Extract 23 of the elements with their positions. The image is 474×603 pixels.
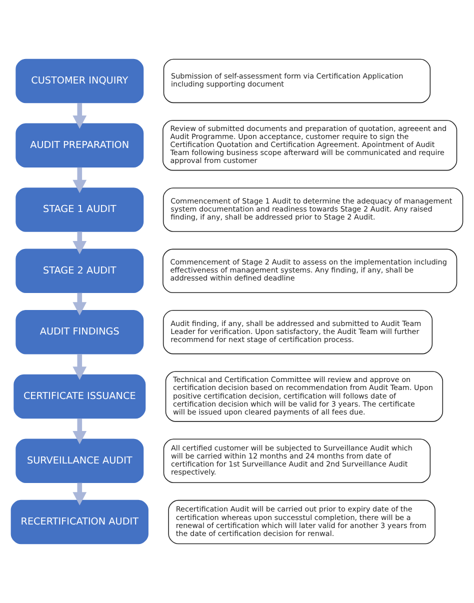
node-box: AUDIT PREPARATION <box>16 123 144 168</box>
node-box: Recertification Audit will be carried out prior to expiry date of the certification whereas upon successtul completion, there will be a renewal of certification which will later valid for another 3 years from the date of certification decision for renwal. <box>168 500 436 544</box>
node-box: Submission of self-assessment form via Certification Application including supporting document <box>163 58 431 104</box>
arrow <box>72 103 87 129</box>
node-box: All certified customer will be subjected to Surveillance Audit which will be carried within 12 months and 24 months from date of certification for 1st Surveillance Audit and 2nd Surveillance Audit respectively. <box>163 438 431 483</box>
arrow <box>72 482 87 506</box>
node-box: Review of submitted documents and preparation of quotation, agreeent and Audit Programme. Upon acceptance, customer require to sign the Certification Quotation and Certification Agreement. Apointment of Audit Team following business scope afterward will be communicated and require approval from customer <box>162 120 458 171</box>
node-box: Commencement of Stage 2 Audit to assess on the implementation including effectiveness of management systems. Any finding, if any, shall be addressed within defined deadline <box>162 248 458 294</box>
arrow <box>72 292 87 316</box>
arrow <box>72 354 87 380</box>
node-box: RECERTIFICATION AUDIT <box>10 500 148 544</box>
arrow <box>72 418 87 444</box>
node-box: Audit finding, if any, shall be addressed and submitted to Audit Team Leader for verification. Upon satisfactory, the Audit Team will further recommend for next stage of certification process. <box>162 310 433 354</box>
node-box: Technical and Certification Committee will review and approve on certification decision based on recommendation from Audit Team. Upon positive certification decision, certification will follows date of certification decision which will be valid for 3 years. The certificate will be issued upon cleared payments of all fees due. <box>165 371 444 422</box>
node-box: STAGE 1 AUDIT <box>16 188 144 232</box>
node-box: SURVEILLANCE AUDIT <box>16 438 144 483</box>
node-box: CUSTOMER INQUIRY <box>16 58 144 104</box>
node-box: STAGE 2 AUDIT <box>16 248 144 294</box>
node-box: Commencement of Stage 1 Audit to determine the adequacy of management system documentation and readiness towards Stage 2 Audit. Any raised finding, if any, shall be addressed prior to Stage 2 Audit. <box>162 188 464 232</box>
arrow <box>72 167 87 194</box>
arrow <box>72 232 87 254</box>
node-box: AUDIT FINDINGS <box>16 310 144 354</box>
node-box: CERTIFICATE ISSUANCE <box>14 374 146 419</box>
